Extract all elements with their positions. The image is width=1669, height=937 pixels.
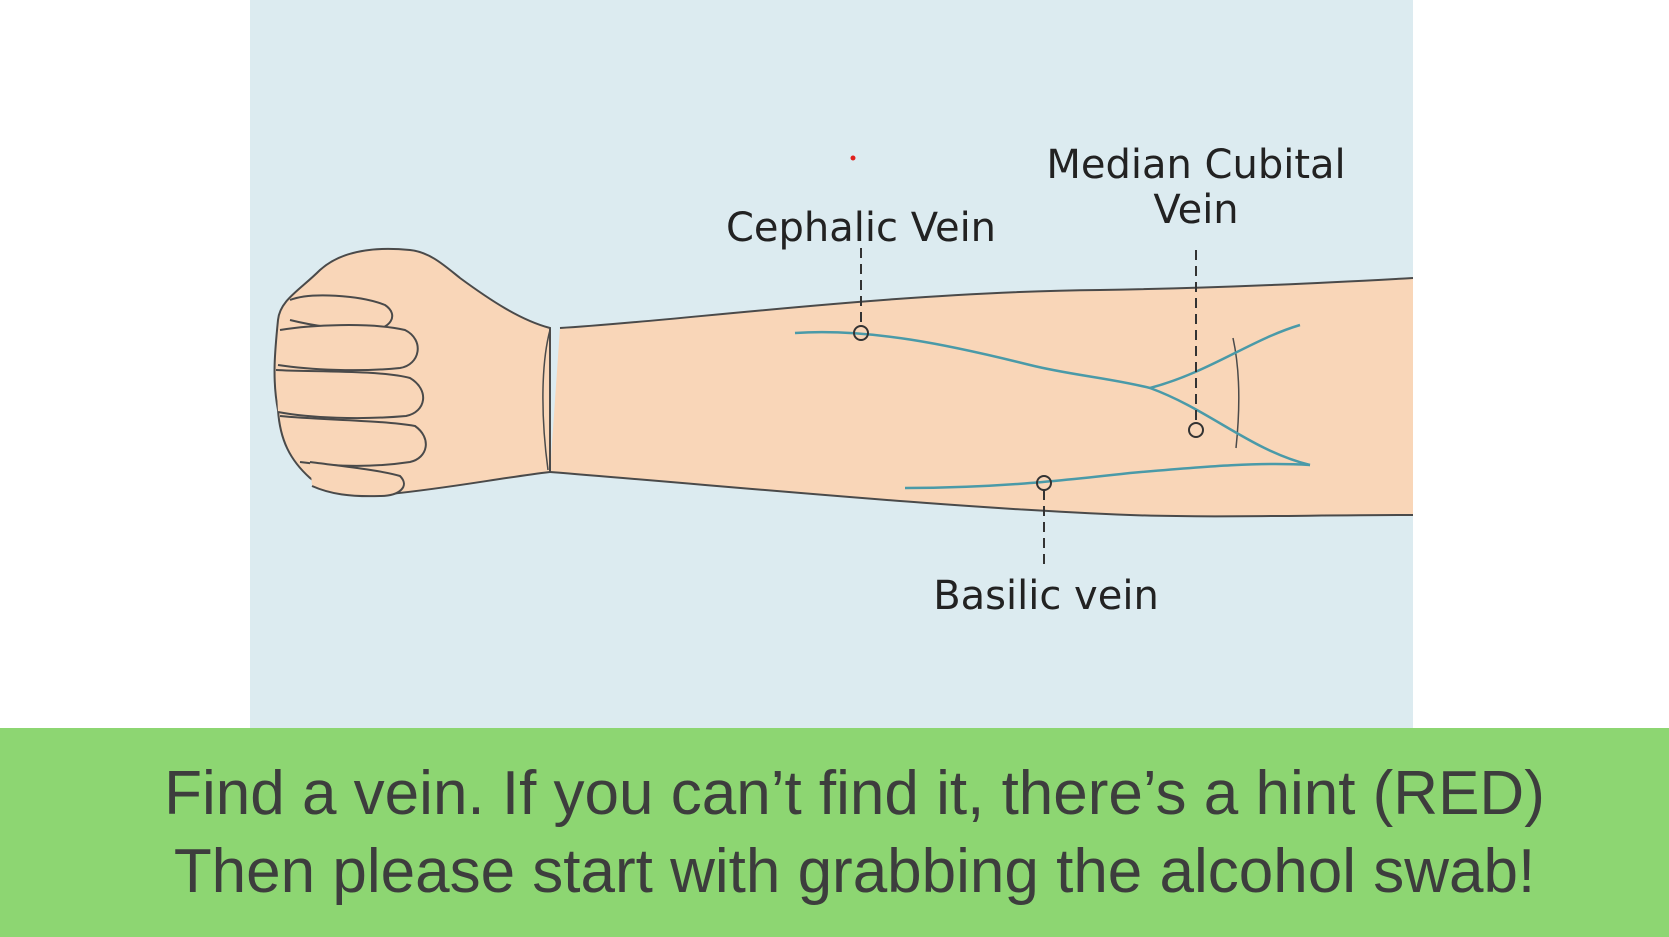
- finger-1: [277, 324, 419, 372]
- basilic-vein-label: Basilic vein: [933, 573, 1159, 619]
- forearm-shape: [550, 278, 1413, 517]
- median-cubital-label-line-1: Median Cubital: [1046, 142, 1345, 188]
- finger-2: [275, 369, 425, 420]
- red-hint-dot[interactable]: [850, 155, 856, 161]
- finger-3: [279, 415, 427, 467]
- instruction-banner: Find a vein. If you can’t find it, there…: [0, 728, 1669, 937]
- median-cubital-label-line-2: Vein: [1153, 187, 1238, 233]
- instruction-line-1: Find a vein. If you can’t find it, there…: [164, 759, 1545, 828]
- median-cubital-vein: [1149, 323, 1301, 390]
- instruction-line-2: Then please start with grabbing the alco…: [173, 837, 1536, 906]
- forearm-top-outline: [559, 277, 1413, 329]
- cephalic-vein: [794, 330, 1311, 467]
- cephalic-vein-label: Cephalic Vein: [726, 205, 996, 251]
- median-cubital-marker: [1188, 422, 1204, 438]
- elbow-crease: [1232, 337, 1240, 449]
- wrist-crease: [542, 329, 551, 471]
- arm-vein-diagram: Cephalic Vein Median Cubital Vein Basili…: [250, 0, 1413, 728]
- basilic-vein: [904, 462, 1311, 490]
- arm-illustration: Cephalic Vein Median Cubital Vein Basili…: [273, 142, 1413, 619]
- finger-4: [309, 461, 405, 498]
- cephalic-marker: [853, 325, 869, 341]
- fist: [273, 247, 551, 498]
- forearm-bottom-outline: [549, 471, 1413, 518]
